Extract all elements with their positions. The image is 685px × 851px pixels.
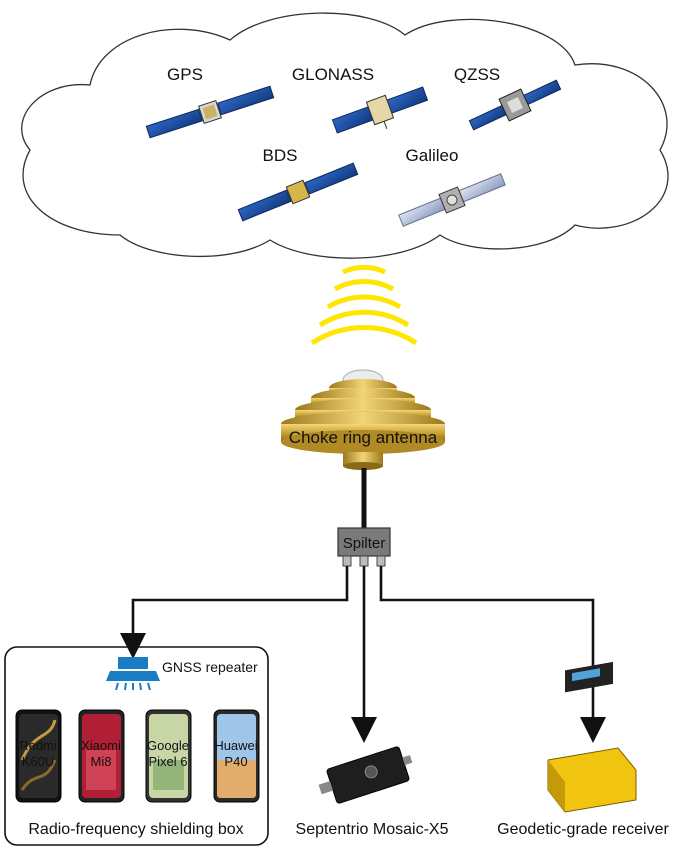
- glonass-label: GLONASS: [292, 65, 374, 84]
- phone-1-line2: K60U: [22, 754, 55, 769]
- qzss-label: QZSS: [454, 65, 500, 84]
- splitter-label: Spilter: [343, 535, 386, 552]
- phone-2-line1: Xiaomi: [81, 738, 121, 753]
- mosaic-x5-receiver-icon: [318, 746, 413, 804]
- gnss-repeater-icon: [106, 657, 160, 691]
- choke-ring-antenna-icon: [281, 369, 445, 470]
- phone-labels: Redmi K60U Xiaomi Mi8 Google Pixel 6 Hua…: [19, 738, 258, 769]
- antenna-label: Choke ring antenna: [289, 428, 438, 447]
- constellation-cloud: [21, 12, 669, 259]
- phone-huawei-p40: [213, 709, 260, 803]
- geodetic-receiver-icon: [547, 661, 637, 813]
- phone-3-line1: Google: [147, 738, 189, 753]
- signal-waves-icon: [310, 264, 418, 346]
- phone-4-line1: Huawei: [214, 738, 257, 753]
- phone-3-line2: Pixel 6: [148, 754, 187, 769]
- phone-2-line2: Mi8: [91, 754, 112, 769]
- shielding-box-label: Radio-frequency shielding box: [28, 821, 243, 838]
- shielding-box: [4, 646, 269, 846]
- qzss-satellite-icon: [468, 79, 562, 131]
- cable-to-repeater: [120, 566, 349, 659]
- bds-satellite-icon: [237, 162, 359, 222]
- galileo-satellite-icon: [398, 173, 506, 227]
- bds-label: BDS: [263, 146, 298, 165]
- gps-label: GPS: [167, 65, 203, 84]
- mosaic-label: Septentrio Mosaic-X5: [296, 821, 449, 838]
- splitter-box: [337, 527, 391, 567]
- phone-redmi-k60u: [15, 709, 62, 803]
- gps-satellite-icon: [145, 85, 275, 139]
- repeater-label: GNSS repeater: [162, 659, 258, 675]
- geodetic-label: Geodetic-grade receiver: [497, 821, 669, 838]
- phone-4-line2: P40: [224, 754, 247, 769]
- glonass-satellite-icon: [331, 86, 429, 134]
- phone-xiaomi-mi8: [78, 709, 125, 803]
- phone-google-pixel-6: [145, 709, 192, 803]
- galileo-label: Galileo: [406, 146, 459, 165]
- cable-to-geodetic-receiver: [379, 566, 606, 743]
- phone-1-line1: Redmi: [19, 738, 57, 753]
